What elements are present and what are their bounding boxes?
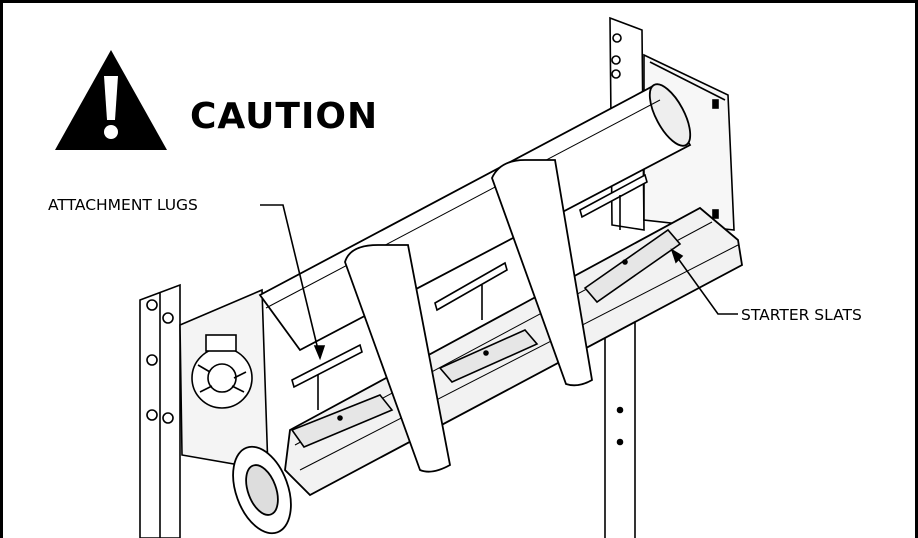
caution-heading: CAUTION	[190, 96, 379, 137]
attachment-lugs-label: ATTACHMENT LUGS	[48, 196, 198, 214]
callout-leaders	[260, 204, 738, 361]
attachment-lugs	[291, 173, 648, 410]
left-end-plate	[179, 288, 269, 471]
warning-triangle-icon	[55, 50, 167, 150]
starter-slats-label: STARTER SLATS	[741, 306, 862, 324]
right-guide-post	[604, 300, 636, 538]
left-guide-post	[139, 283, 181, 538]
octagonal-drum	[232, 206, 743, 535]
lifting-straps	[344, 159, 593, 473]
starter-slats	[290, 228, 682, 448]
